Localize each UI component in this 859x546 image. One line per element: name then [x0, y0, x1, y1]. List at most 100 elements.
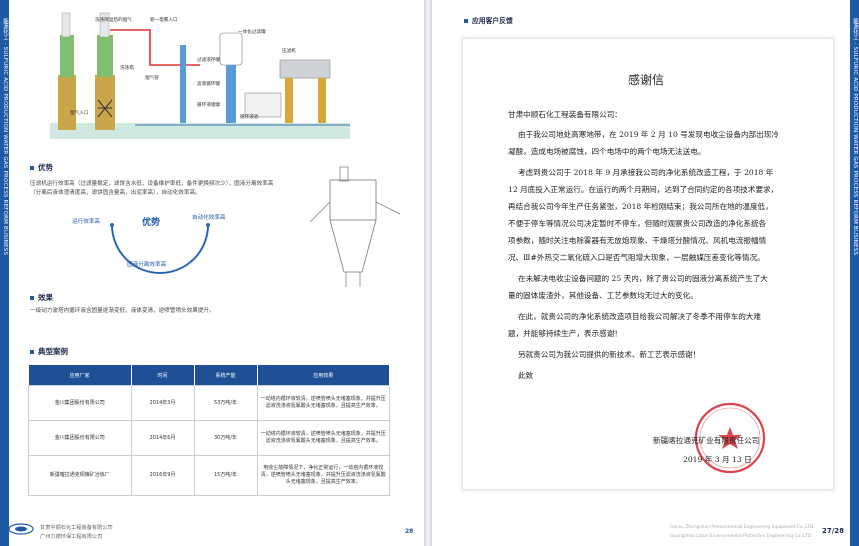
letter-line: 考虑到贵公司于 2018 年 9 月承接我公司的净化系统改造工程，于 2018 … [518, 168, 774, 177]
letter-line: 由于我公司地处高寒地带，在 2019 年 2 月 10 号发现电收尘设备内部出现… [518, 130, 779, 139]
cell-capacity: 15万吨/年 [193, 455, 258, 496]
eq-body [329, 179, 377, 221]
advantage-center-label: 优势 [142, 218, 161, 228]
effect-text: 一级动力波塔内循环液含固量逐渐变低，液体变清，逆喷管喷头效果提升。 [30, 308, 215, 314]
cases-heading: 典型案例 [30, 346, 68, 357]
column-pipe [180, 45, 186, 123]
letter-line: 不便于停车等情况公司决定暂时不停车，但随时观察贵公司改造的净化系统各 [508, 219, 767, 228]
feedback-heading: 应用客户反馈 [464, 15, 513, 25]
right-side-band-text: 能源化工 · SULFURIC ACID PRODUCTION WATER GA… [852, 18, 858, 256]
logo-ellipse [8, 523, 34, 535]
advantage-item-automation: 自动化效率高 [192, 215, 226, 221]
tower-top-1 [60, 35, 74, 77]
cell-effect: 电收尘故障情况下，净化正常运行，一动塔内循环液较清，逆喷管喷头无堵塞现象，并提升… [256, 455, 390, 496]
table-row: 新疆喀拉通克铜镍矿冶炼厂 2016年9月 15万吨/年 电收尘故障情况下，净化正… [28, 455, 390, 496]
advantage-text: 压滤机运行效率高（过滤量稳定，滤饼含水低，设备维护率低，备件更换频次少），固液分… [30, 181, 274, 196]
cell-date: 2014年3月 [130, 385, 195, 421]
equipment-drawing [309, 166, 401, 287]
letter-line: 在未解决电收尘设备问题的 25 天内，除了贵公司的固液分离系统产生了大 [518, 274, 768, 283]
cell-effect: 一动塔内循环液较清，逆喷管喷头无堵塞现象，并提升压滤液洗涤液氢氟酸头无堵塞现象，… [256, 420, 390, 456]
logo-core [15, 526, 27, 532]
cell-date: 2014年6月 [130, 420, 195, 456]
left-page: 能源化工 · SULFURIC ACID PRODUCTION WATER GA… [0, 0, 424, 546]
cell-manufacturer: 新疆喀拉通克铜镍矿冶炼厂 [28, 455, 132, 496]
label-gas-in: 烟气入口 [70, 111, 89, 116]
advantage-item-efficiency: 运行效率高 [72, 219, 100, 225]
tower-top-2 [97, 35, 113, 77]
advantage-heading: 优势 [30, 162, 53, 173]
label-gas-out: 洗涤降温后的烟气 [95, 18, 132, 23]
footer-company-1: 甘肃中顺石化工程装备有限公司 [40, 525, 113, 531]
table-row: 金川集团股份有限公司 2014年6月 30万吨/年 一动塔内循环液较清，逆喷管喷… [28, 420, 390, 456]
letter-line: 再结合我公司今年生产任务紧张，2018 年检刚结束；我公司所在地的温度低， [508, 202, 773, 211]
left-side-band: 能源化工 · SULFURIC ACID PRODUCTION WATER GA… [0, 0, 9, 546]
ground-base [50, 123, 350, 139]
gas-pipe [110, 29, 200, 66]
letter-line: 凝酸，造成电场被腐蚀，四个电场中的两个电场无法送电。 [508, 147, 706, 156]
cell-date: 2016年9月 [130, 455, 195, 496]
company-logo [8, 523, 34, 535]
label-press: 压滤机 [282, 49, 296, 54]
letter-line: 况、Ⅲ#外热交二氧化硫入口是否气阻增大现象，一层触媒压差变化等情况。 [508, 253, 765, 262]
label-scrub-tower: 洗涤塔 [120, 66, 134, 71]
letter-line: 量的固体废渣外，其他设备、工艺参数均无过大的变化。 [508, 291, 698, 300]
stamp-ring [694, 402, 766, 474]
filter-press [279, 59, 331, 79]
process-diagram [50, 12, 350, 139]
letter-closing: 此致 [518, 371, 534, 380]
stamp-star [718, 427, 742, 449]
table-row: 金川集团股份有限公司 2014年3月 53万吨/年 一动塔内循环液较清，逆喷管喷… [28, 385, 390, 421]
cell-effect: 一动塔内循环液较清，逆喷管喷头无堵塞现象，并提升压滤液洗涤液氢氟酸头无堵塞现象，… [256, 385, 390, 421]
th-capacity: 系统产能 [194, 365, 258, 386]
th-manufacturer: 应用厂家 [28, 365, 132, 386]
right-side-band: 能源化工 · SULFURIC ACID PRODUCTION WATER GA… [850, 0, 859, 546]
bullet-square [30, 296, 34, 300]
tower-body-1 [58, 75, 76, 130]
letter-line: 12 月底投入正常运行。在运行的两个月期间，达到了合同约定的各项技术要求， [508, 185, 779, 194]
letter-date: 2019 年 3 月 13 日 [683, 455, 752, 464]
circulation-tank [244, 92, 282, 118]
effect-heading: 效果 [30, 292, 53, 303]
press-leg-1 [285, 78, 293, 123]
stack-2 [99, 12, 110, 38]
letter-signature: 新疆喀拉通克矿业有限责任公司 [653, 436, 760, 445]
footer-company-2: 广州力德环保工程有限公司 [40, 534, 103, 540]
thank-you-letter: 感谢信 甘肃中顺石化工程装备有限公司： 由于我公司地处高寒地带，在 2019 年… [462, 38, 834, 490]
arc-dot-left [110, 223, 114, 227]
cases-table: 应用厂家 时间 系统产能 应用效果 金川集团股份有限公司 2014年3月 53万… [28, 365, 390, 496]
left-side-band-text: 能源化工 · SULFURIC ACID PRODUCTION WATER GA… [2, 18, 8, 256]
stack-1 [61, 12, 71, 38]
label-filter-tank-1: 过滤液存罐 [197, 58, 220, 63]
letter-line: 另就贵公司为我公司提供的新技术、新工艺表示感谢！ [518, 350, 701, 359]
eq-cone [329, 219, 377, 273]
letter-line: 项参数，随时关注电除雾器有无放炮现象、干燥塔分酸情况、风机电流振幅情 [508, 236, 767, 245]
stamp-inner-ring [699, 407, 761, 469]
cell-manufacturer: 金川集团股份有限公司 [28, 385, 132, 421]
label-tube: 烟气管 [145, 76, 159, 81]
company-stamp [694, 402, 766, 474]
tower-packing [97, 99, 113, 118]
right-page: 能源化工 · SULFURIC ACID PRODUCTION WATER GA… [432, 0, 859, 546]
filter-tank-leg [226, 65, 236, 123]
label-circ-pool: 循环液池 [240, 115, 259, 120]
arc-dot-right [206, 223, 210, 227]
th-effect: 应用效果 [257, 365, 390, 386]
label-circ-tank: 循环液储罐 [197, 103, 220, 108]
letter-salutation: 甘肃中顺石化工程装备有限公司： [508, 110, 622, 119]
bullet-square [464, 19, 468, 23]
cell-capacity: 30万吨/年 [193, 420, 258, 456]
label-filter-tank-2: 滤液循环罐 [197, 82, 220, 87]
footer-en-2: Guangzhou Lidun Environmental Protection… [670, 534, 813, 539]
advantage-arc-line [111, 224, 209, 274]
label-pre-elec: 新一电雾入口 [150, 18, 178, 23]
table-header-row: 应用厂家 时间 系统产能 应用效果 [28, 365, 390, 386]
label-liquid-tank: 一体化过滤罐 [238, 30, 266, 35]
footer-en-1: Gansu Zhongshun Petrochemical Engineerin… [670, 525, 815, 530]
letter-title: 感谢信 [628, 73, 665, 87]
letter-line: 在此，就贵公司的净化系统改造项目给我公司解决了冬季不用停车的大难 [518, 312, 761, 321]
eq-pipes [309, 201, 401, 287]
bullet-square [30, 350, 34, 354]
filter-tank [219, 32, 243, 66]
cell-manufacturer: 金川集团股份有限公司 [28, 420, 132, 456]
book-gutter [424, 0, 432, 546]
